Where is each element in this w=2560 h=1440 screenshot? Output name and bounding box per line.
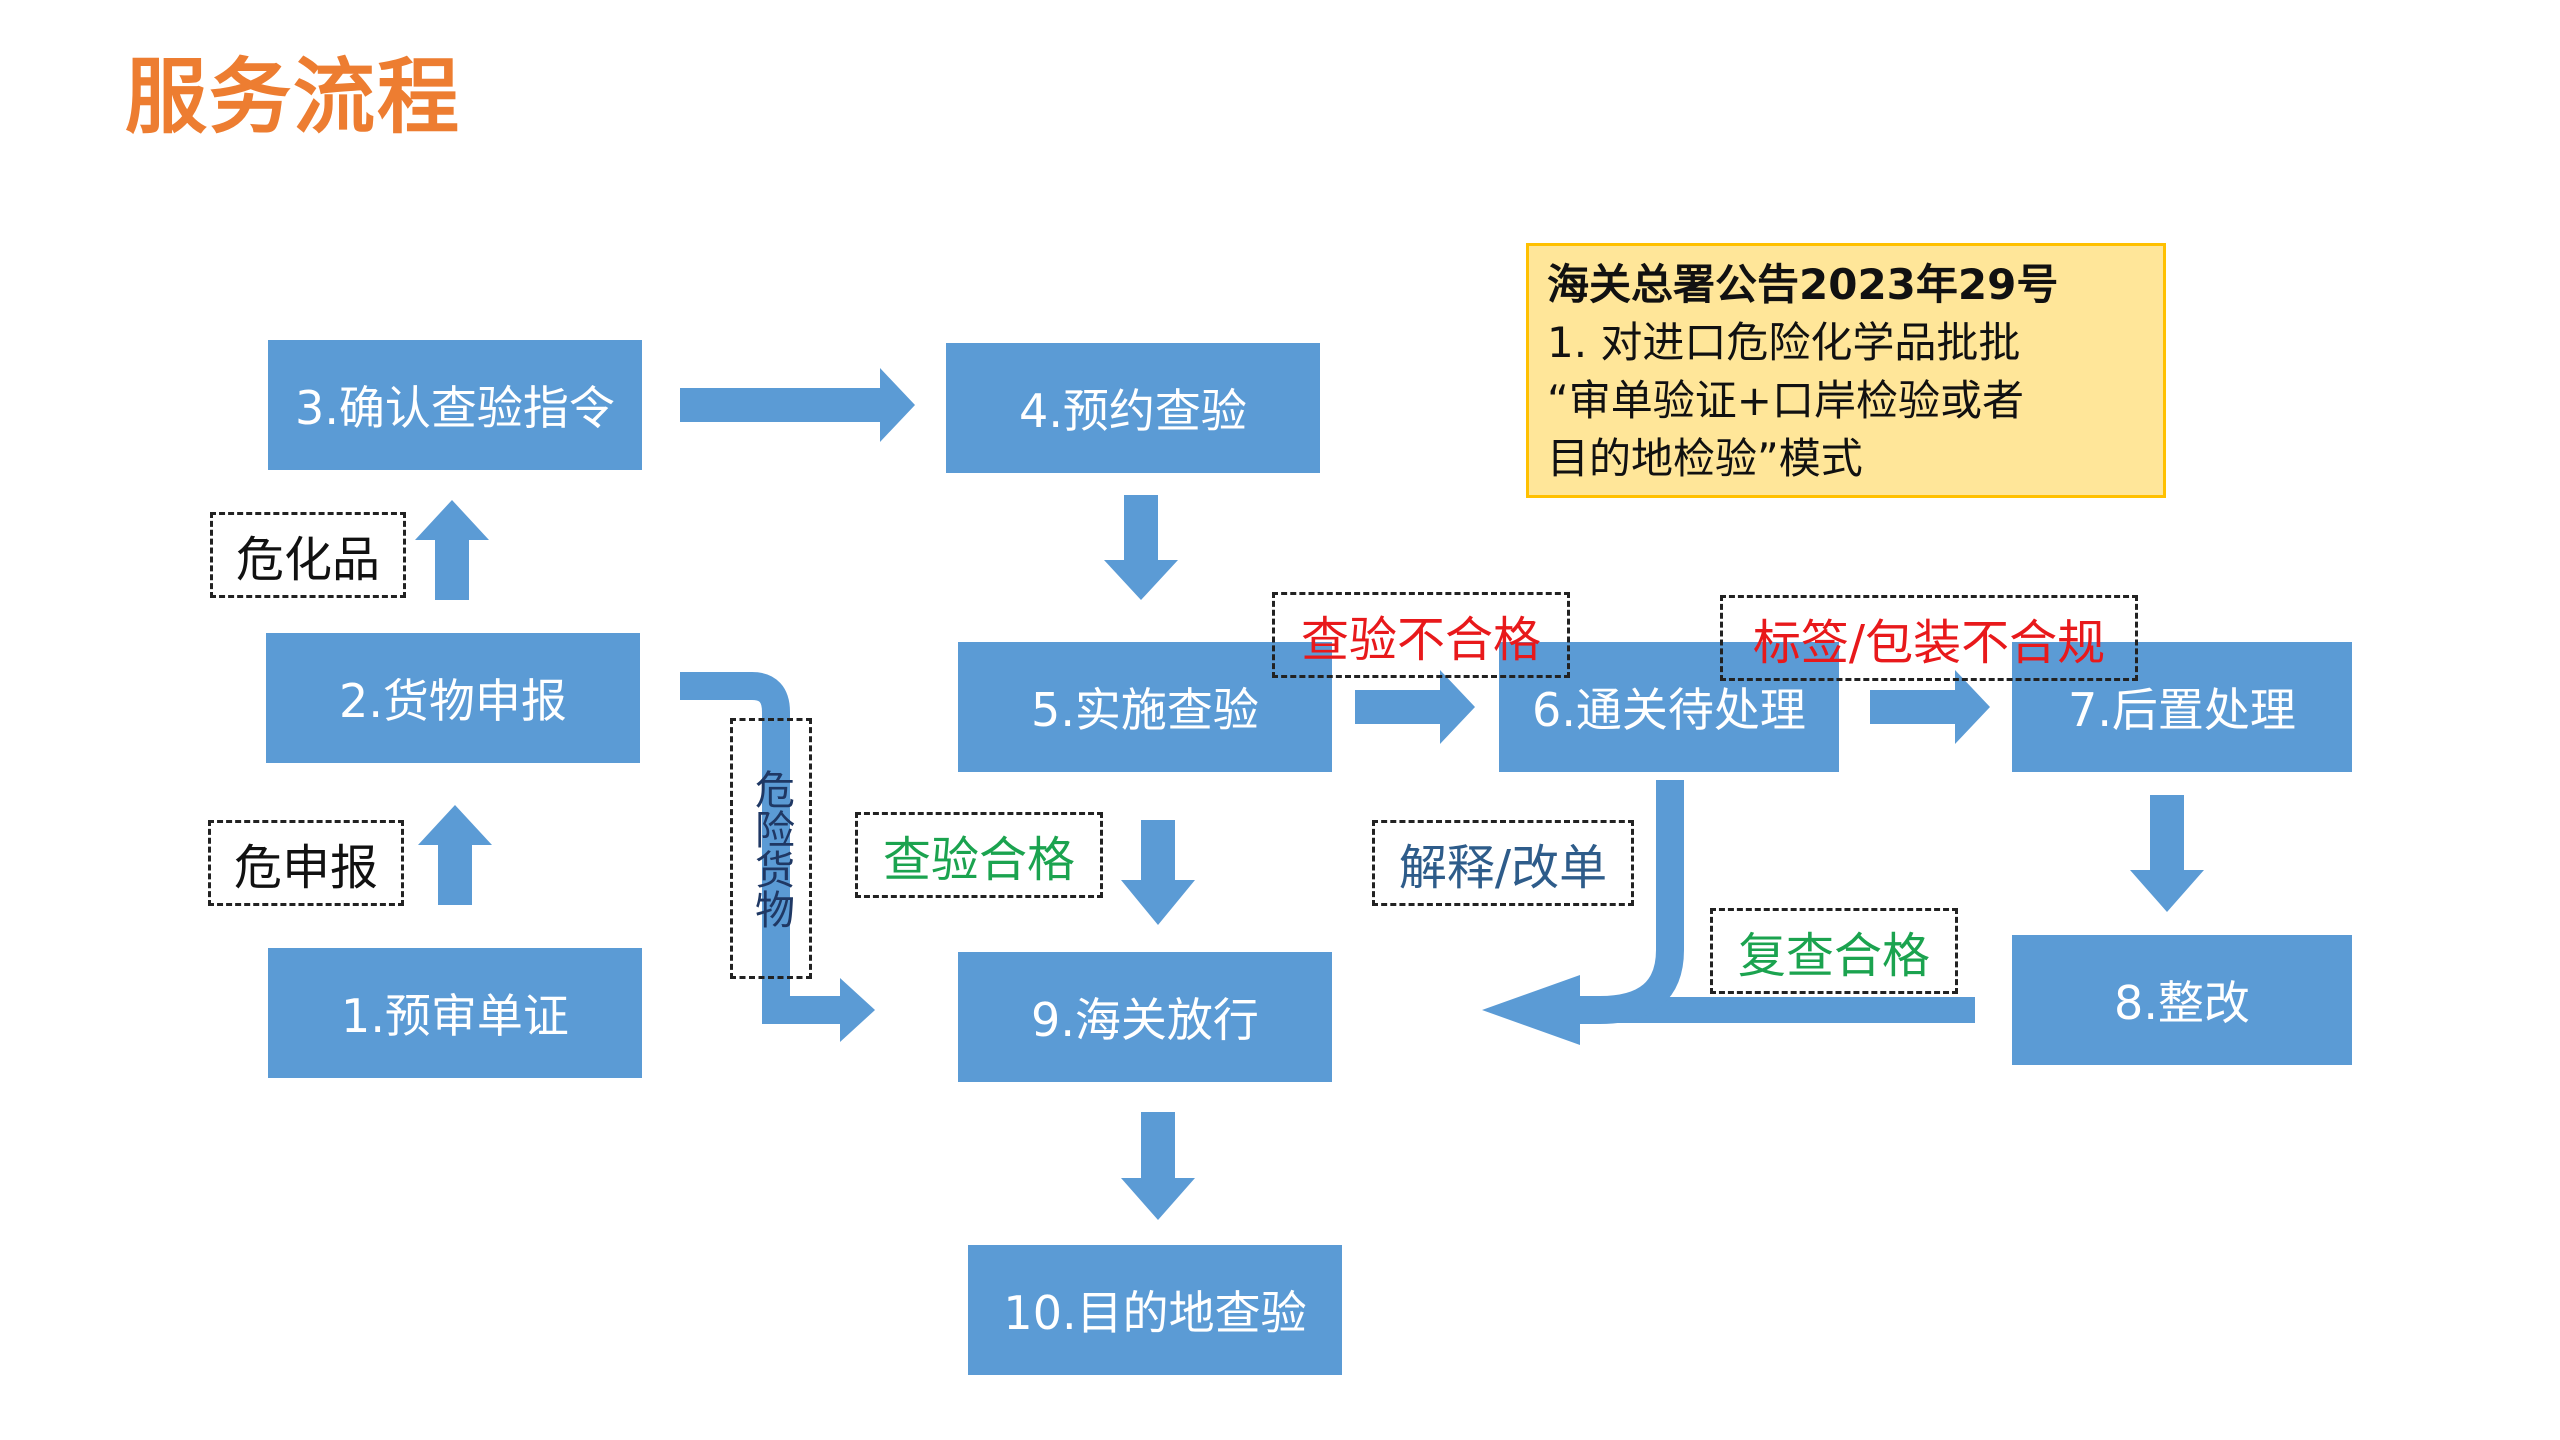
step-5-inspection: 5.实施查验 <box>958 642 1332 772</box>
arrow-4-to-5 <box>1104 495 1178 600</box>
arrow-5-to-9 <box>1121 820 1195 925</box>
arrow-6-to-7 <box>1870 670 1990 744</box>
notice-line-2: “审单验证+口岸检验或者 <box>1547 376 2024 425</box>
label-label-packaging-noncompliant: 标签/包装不合规 <box>1720 595 2138 681</box>
page-title: 服务流程 <box>125 50 462 145</box>
arrow-8-to-9 <box>1482 975 1975 1045</box>
step-3-confirm-instruction: 3.确认查验指令 <box>268 340 642 470</box>
label-recheck-passed: 复查合格 <box>1710 908 1958 994</box>
curve-2-to-9 <box>680 672 845 1024</box>
arrow-2-to-3 <box>415 500 489 600</box>
curve-6-to-9 <box>1560 780 1684 1024</box>
label-hazard-declaration: 危申报 <box>208 820 404 906</box>
arrow-1-to-2 <box>418 805 492 905</box>
arrow-3-to-4 <box>680 368 915 442</box>
step-4-appointment: 4.预约查验 <box>946 343 1320 473</box>
step-7-post-processing: 7.后置处理 <box>2012 642 2352 772</box>
notice-line-1: 1. 对进口危险化学品批批 <box>1547 318 2021 367</box>
label-inspection-failed: 查验不合格 <box>1272 592 1570 678</box>
arrow-9-to-10 <box>1121 1112 1195 1220</box>
label-dangerous-goods: 危险货物 <box>730 718 812 979</box>
step-8-rectification: 8.整改 <box>2012 935 2352 1065</box>
step-6-pending: 6.通关待处理 <box>1499 642 1839 772</box>
step-1-pre-review: 1.预审单证 <box>268 948 642 1078</box>
notice-line-3: 目的地检验”模式 <box>1547 434 1863 483</box>
customs-notice-box: 海关总署公告2023年29号 1. 对进口危险化学品批批 “审单验证+口岸检验或… <box>1526 243 2166 498</box>
arrow-7-to-8 <box>2130 795 2204 912</box>
step-9-release: 9.海关放行 <box>958 952 1332 1082</box>
label-inspection-passed: 查验合格 <box>855 812 1103 898</box>
label-hazardous-chemicals: 危化品 <box>210 512 406 598</box>
step-2-declaration: 2.货物申报 <box>266 633 640 763</box>
label-explain-modify: 解释/改单 <box>1372 820 1634 906</box>
step-10-destination-inspection: 10.目的地查验 <box>968 1245 1342 1375</box>
notice-heading: 海关总署公告2023年29号 <box>1547 260 2059 309</box>
arrow-5-to-6 <box>1355 670 1475 744</box>
arrow-head-2-to-9 <box>840 978 875 1042</box>
